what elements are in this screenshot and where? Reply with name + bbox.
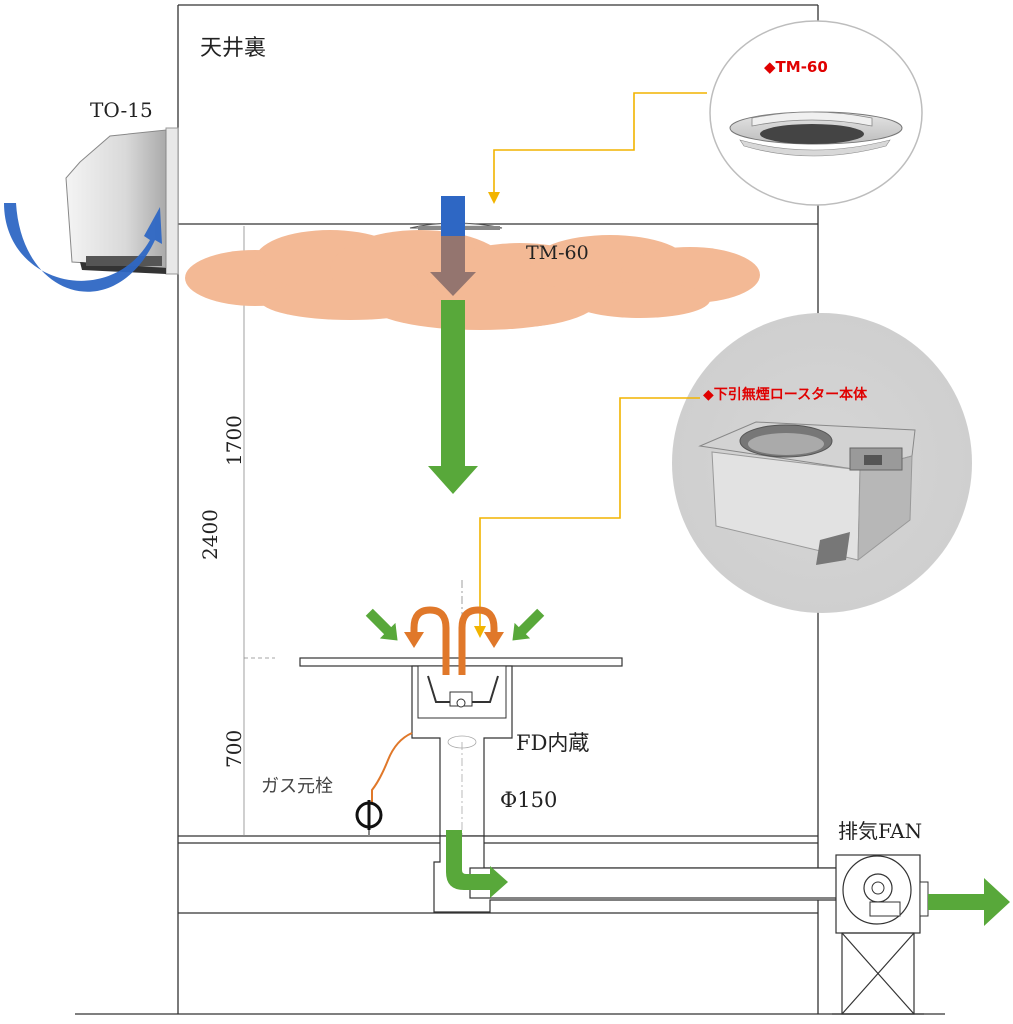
to15-hood-photo: [65, 127, 179, 275]
duct-diameter-label: Φ150: [500, 788, 558, 812]
underfloor-duct: [433, 835, 843, 913]
tm60-photo: [729, 111, 903, 157]
green-intake-arrows: [365, 608, 545, 641]
roaster-callout-title: ◆下引無煙ロースター本体: [703, 387, 868, 403]
smoke-cloud: [185, 230, 760, 330]
dimension-700: 700: [222, 729, 246, 768]
extract-arrow-top: [430, 196, 476, 296]
roaster-photo: [698, 421, 916, 565]
supply-air-arrow: [4, 203, 162, 292]
orange-intake-arrows: [410, 606, 498, 675]
exhaust-fan-label: 排気FAN: [838, 819, 923, 843]
roaster-callout: [474, 313, 972, 638]
exhaust-fan: [832, 854, 929, 1015]
tm60-callout: [488, 20, 923, 206]
to15-label: TO-15: [90, 98, 153, 122]
tm60-callout-title: ◆TM-60: [764, 58, 828, 76]
gas-valve-icon: [355, 800, 383, 830]
orange-arrow-heads: [404, 632, 504, 648]
exhaust-out-arrow: [928, 878, 1010, 926]
ceiling-space-label: 天井裏: [200, 36, 267, 61]
tm60-label: TM-60: [526, 242, 589, 264]
green-down-arrow: [428, 300, 478, 494]
fan-stand: [832, 932, 924, 1015]
dimension-1700: 1700: [222, 415, 246, 466]
dimension-2400: 2400: [198, 509, 222, 560]
fd-label: FD内蔵: [516, 731, 590, 755]
duct-green-arrow: [446, 830, 508, 898]
gas-valve-label: ガス元栓: [261, 776, 333, 797]
